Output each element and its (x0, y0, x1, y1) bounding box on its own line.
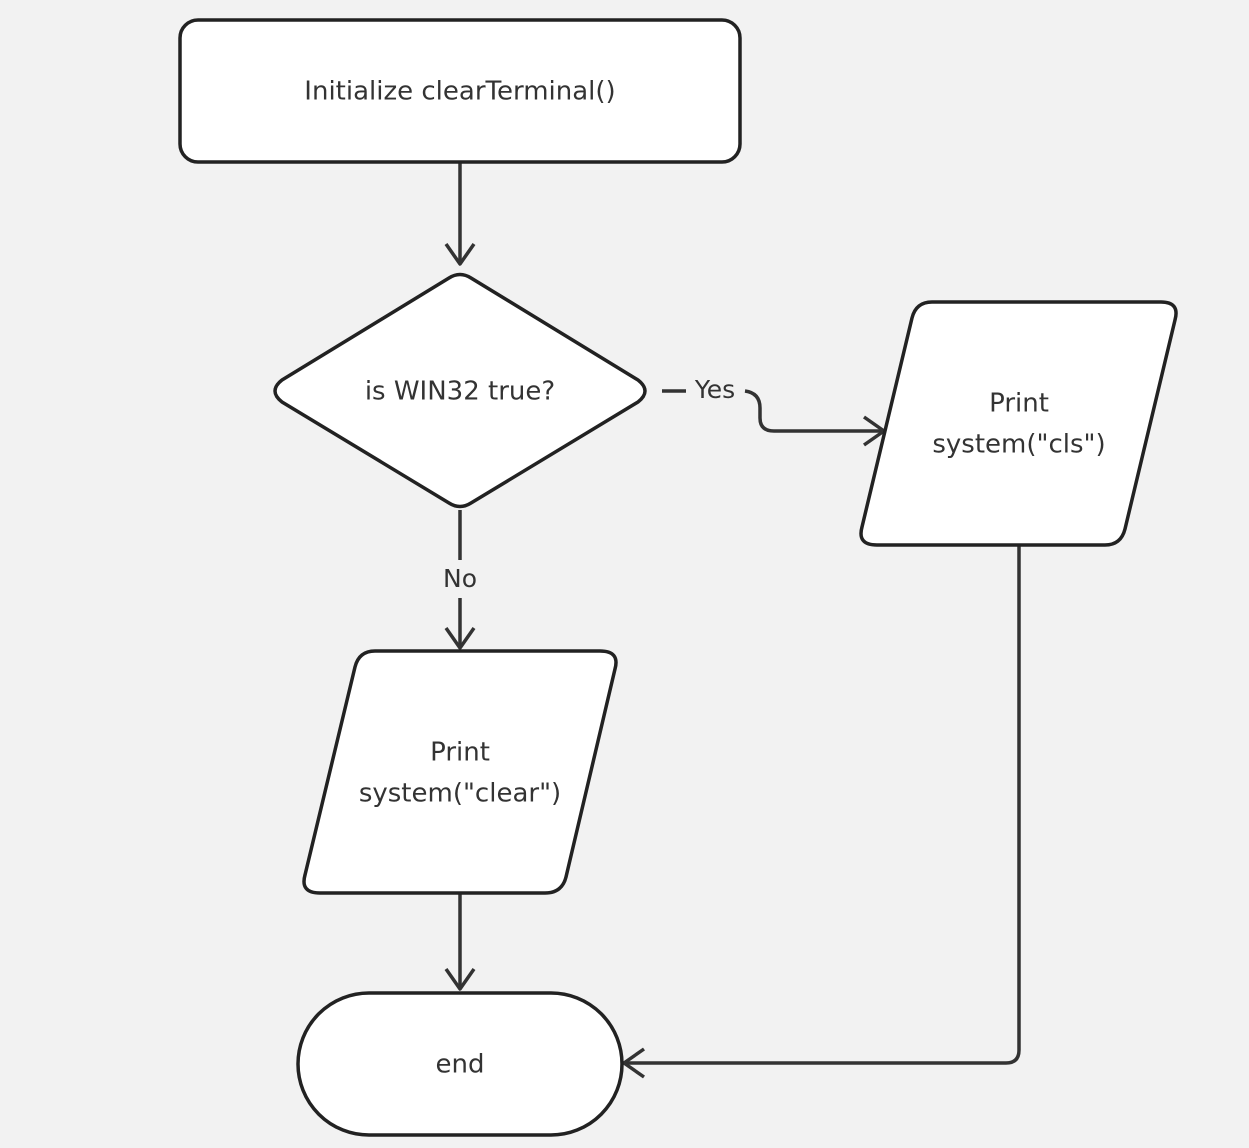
terminator-pill (296, 991, 624, 1137)
node-print-clear-line-1: Print (430, 738, 490, 768)
arrowhead-print-cls-to-end (622, 1047, 646, 1079)
edge-labels: Yes No (443, 375, 735, 593)
node-end-label: end (436, 1050, 485, 1080)
edge-decision-yes-to-print-cls (744, 389, 882, 433)
edge-print-cls-to-end (626, 545, 1021, 1065)
node-initialize-label: Initialize clearTerminal() (304, 77, 615, 107)
node-initialize: Initialize clearTerminal() (178, 18, 742, 164)
io-parallelogram (302, 649, 618, 895)
arrowhead-print-clear-to-end (444, 967, 476, 991)
node-print-cls: Print system("cls") (859, 300, 1178, 547)
node-print-clear-line-2: system("clear") (359, 779, 561, 809)
node-decision: is WIN32 true? (273, 272, 647, 509)
io-parallelogram (859, 300, 1178, 547)
node-print-clear: Print system("clear") (302, 649, 618, 895)
process-box (178, 18, 742, 164)
edge-label-no: No (443, 564, 477, 593)
arrowhead-no-to-print-clear (444, 626, 476, 650)
edge-label-yes: Yes (694, 375, 735, 404)
node-print-cls-line-1: Print (989, 389, 1049, 419)
node-end: end (296, 991, 624, 1137)
arrowhead-start-to-decision (444, 242, 476, 266)
decision-diamond (273, 272, 647, 509)
node-print-cls-line-2: system("cls") (932, 430, 1105, 460)
node-decision-label: is WIN32 true? (365, 377, 555, 407)
edges (444, 162, 1021, 1079)
